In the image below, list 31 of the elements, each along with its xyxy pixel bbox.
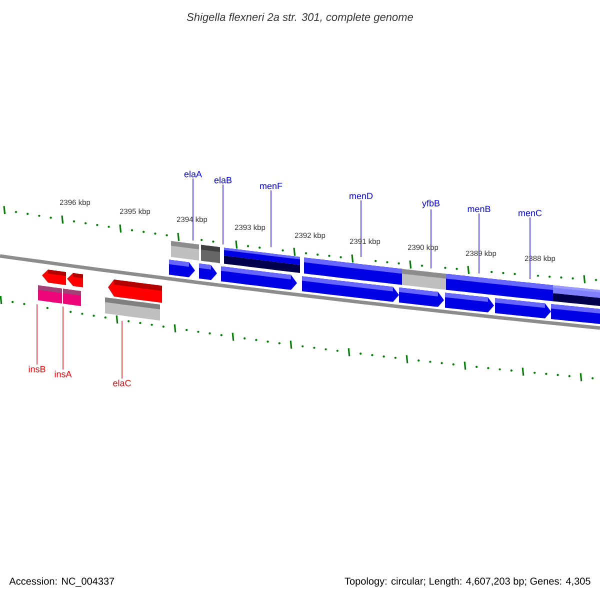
leader-line [36,304,38,365]
accession-text: Accession: NC_004337 [9,577,114,587]
leader-line [222,184,224,245]
leader-line [430,209,432,269]
leader-line [62,306,64,370]
gene-feature [199,244,220,280]
gene-label: yfbB [422,200,440,208]
leader-line [478,213,480,274]
gene-label: elaB [214,176,232,184]
gene-feature [495,279,553,318]
gene-label: elaC [113,380,131,386]
gene-feature [105,280,162,321]
gene-feature [63,273,83,306]
gene-label: menB [468,206,490,212]
gene-label: menC [518,210,542,216]
leader-line [192,178,194,241]
gene-feature [399,268,446,307]
genome-info-text: Topology: circular; Length: 4,607,203 bp; Genes: 4,305 [344,577,590,587]
gene-label: insA [54,370,72,378]
gene-label: menD [350,192,373,200]
gene-label: menF [260,182,282,190]
gene-feature [445,274,497,312]
title: Shigella flexneri 2a str. 301, complete genome [186,12,413,24]
gene-label: elaA [184,170,202,178]
gene-feature [38,270,66,304]
leader-line [270,190,272,248]
gene-feature [221,248,300,290]
gene-feature [169,240,199,278]
gene-label: insB [28,366,46,372]
leader-line [360,200,362,258]
gene-feature [302,257,402,302]
